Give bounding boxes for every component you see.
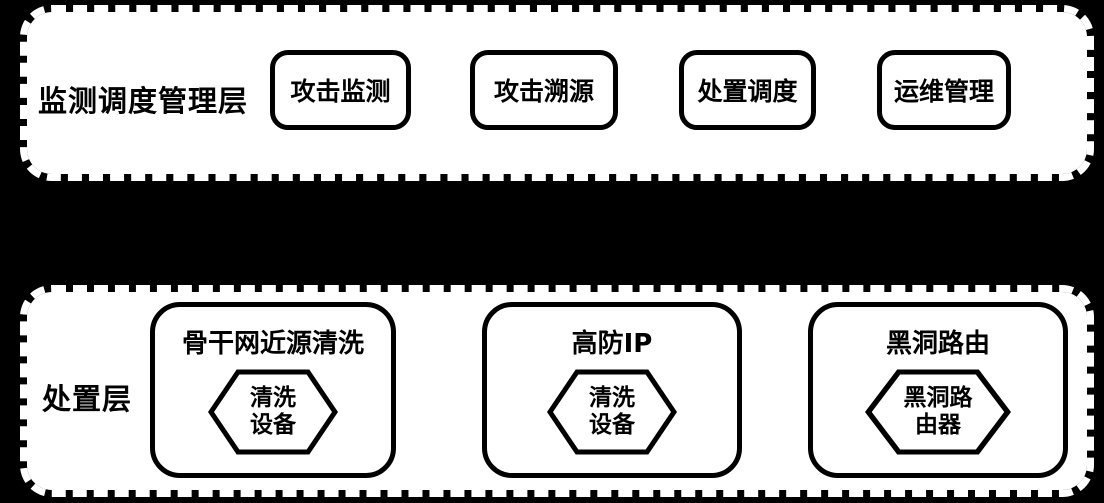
device-label: 清洗 设备 xyxy=(589,384,635,438)
module-attack-monitoring: 攻击监测 xyxy=(270,50,411,130)
device-label: 黑洞路 由器 xyxy=(903,384,973,438)
disposal-layer-panel: 处置层 骨干网近源清洗 清洗 设备 高防IP 清洗 设备 黑洞路由 xyxy=(20,285,1094,497)
module-disposal-dispatch: 处置调度 xyxy=(679,50,816,130)
hexagon-shape-icon xyxy=(208,369,338,455)
group-high-defense-ip: 高防IP 清洗 设备 xyxy=(482,302,742,478)
cleaning-device-hexagon: 清洗 设备 xyxy=(547,368,677,456)
device-label: 清洗 设备 xyxy=(250,384,296,438)
group-backbone-near-source-cleaning: 骨干网近源清洗 清洗 设备 xyxy=(150,302,396,478)
group-title: 高防IP xyxy=(571,329,653,359)
group-title: 骨干网近源清洗 xyxy=(181,329,364,359)
monitoring-layer-label: 监测调度管理层 xyxy=(38,84,249,118)
module-label: 处置调度 xyxy=(697,77,798,106)
module-attack-tracing: 攻击溯源 xyxy=(470,50,618,130)
module-ops-management: 运维管理 xyxy=(877,50,1011,130)
group-title: 黑洞路由 xyxy=(885,329,990,359)
module-label: 运维管理 xyxy=(893,77,994,106)
hexagon-shape-icon xyxy=(865,369,1011,455)
module-label: 攻击监测 xyxy=(290,77,391,106)
blackhole-router-hexagon: 黑洞路 由器 xyxy=(865,368,1011,456)
module-label: 攻击溯源 xyxy=(493,77,594,106)
monitoring-layer-panel: 监测调度管理层 攻击监测 攻击溯源 处置调度 运维管理 xyxy=(20,5,1094,181)
cleaning-device-hexagon: 清洗 设备 xyxy=(208,368,338,456)
hexagon-shape-icon xyxy=(547,369,677,455)
disposal-layer-label: 处置层 xyxy=(42,382,133,416)
group-blackhole-routing: 黑洞路由 黑洞路 由器 xyxy=(808,302,1068,478)
